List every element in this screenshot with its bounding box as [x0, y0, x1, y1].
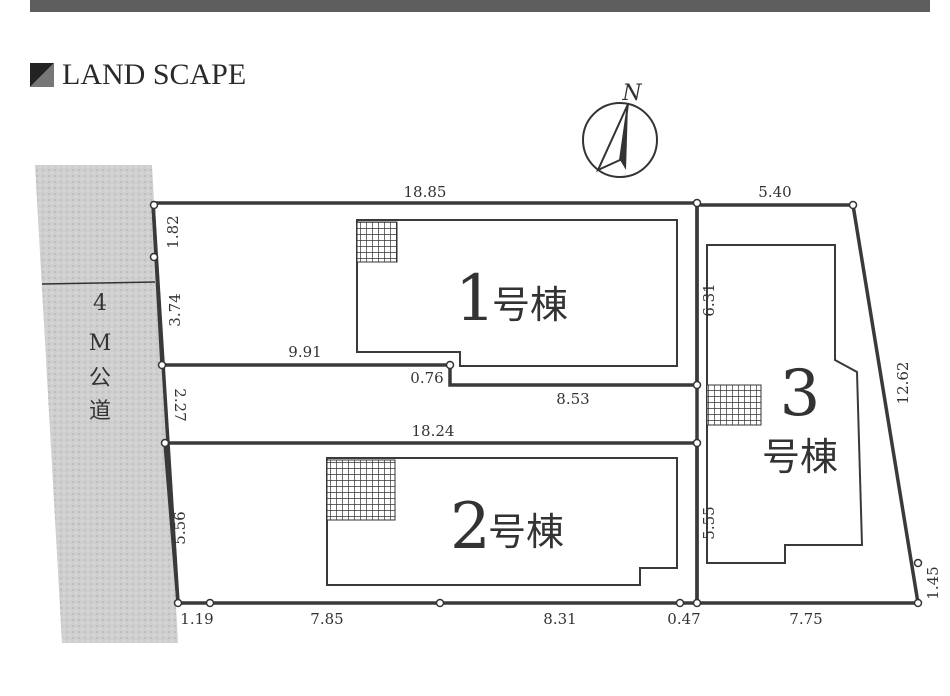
- north-arrow-icon: N: [582, 81, 658, 178]
- dim-bottom-a: 1.19: [180, 610, 213, 628]
- title-square-icon: [30, 63, 54, 87]
- building-3-grid: [706, 384, 762, 426]
- road-width-arrow: [41, 281, 156, 285]
- lot-1: [151, 201, 699, 387]
- dim-top-lot3: 5.40: [758, 183, 791, 201]
- road-name-1: 公: [89, 366, 111, 391]
- building-1-grid: [356, 221, 398, 263]
- building-2-grid: [326, 459, 396, 521]
- dim-lot3-right: 12.62: [894, 362, 912, 405]
- dim-passage: 2.27: [171, 388, 189, 421]
- building-2-outline: [326, 457, 678, 586]
- dim-lot1-bottom-left: 9.91: [288, 343, 321, 361]
- dim-lot2-top: 18.24: [412, 422, 455, 440]
- building-1-suffix: 号棟: [492, 283, 568, 327]
- dim-top-lot1: 18.85: [404, 183, 447, 201]
- page-title: LAND SCAPE: [30, 58, 246, 92]
- road-unit: M: [89, 331, 112, 356]
- road-name-2: 道: [89, 399, 111, 424]
- dim-bottom-b: 7.85: [310, 610, 343, 628]
- title-text: LAND SCAPE: [62, 58, 247, 91]
- survey-points: [149, 198, 923, 608]
- dim-bottom-e: 7.75: [789, 610, 822, 628]
- dim-bottom-d: 0.47: [667, 610, 700, 628]
- building-2-number: 2: [450, 490, 491, 564]
- dim-left-upper: 1.82: [164, 215, 182, 248]
- building-3-number: 3: [780, 357, 821, 431]
- north-label: N: [621, 81, 642, 106]
- dim-lot3-left-lower: 5.55: [700, 506, 718, 539]
- dim-lot3-right-bottom: 1.45: [924, 566, 942, 599]
- building-1-outline: [356, 219, 678, 367]
- dim-left-mid: 3.74: [166, 293, 184, 326]
- header-bar: [30, 0, 930, 12]
- dim-notch: 0.76: [410, 369, 443, 387]
- dim-left-lot2: 5.56: [171, 511, 189, 544]
- building-1-number: 1: [455, 262, 496, 336]
- dim-lot3-left-upper: 6.31: [700, 283, 718, 316]
- lot-2: [163, 441, 699, 605]
- dim-bottom-c: 8.31: [543, 610, 576, 628]
- building-3-suffix: 号棟: [762, 435, 838, 479]
- building-2-suffix: 号棟: [488, 510, 564, 554]
- building-3-outline: [706, 244, 864, 564]
- road: [35, 165, 178, 643]
- dim-lot1-bottom-right: 8.53: [556, 390, 589, 408]
- road-width: 4: [93, 291, 107, 316]
